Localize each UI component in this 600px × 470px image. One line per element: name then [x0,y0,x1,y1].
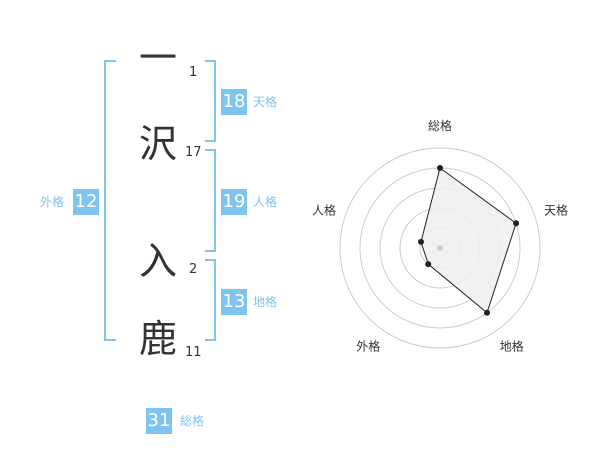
radar-axis-label-4: 人格 [312,202,336,217]
radar-point-3 [425,261,432,268]
radar-axis-label-2: 地格 [500,339,524,354]
stroke-count-4: 11 [185,345,202,360]
jinkaku-bracket [205,149,216,252]
radar-point-2 [484,309,491,316]
radar-area [420,167,517,314]
gaikaku-label: 外格 [40,195,65,209]
soukaku-label: 総格 [180,414,205,428]
stroke-count-3: 2 [189,262,198,277]
name-char-2: 沢 [138,122,177,166]
chikaku-label: 地格 [253,295,278,309]
radar-center-dot [437,245,443,251]
tenkaku-label: 天格 [253,95,278,109]
jinkaku-label: 人格 [253,195,278,209]
soukaku-value: 31 [146,408,172,434]
radar-ring-5 [339,147,541,349]
jinkaku-value: 19 [221,189,247,215]
radar-axis-label-0: 総格 [428,118,452,133]
radar-axis-label-3: 外格 [356,339,380,354]
stroke-count-2: 17 [185,145,202,160]
chikaku-value: 13 [221,289,247,315]
stroke-count-1: 1 [189,65,198,80]
name-char-3: 入 [138,239,177,283]
radar-point-0 [437,165,443,171]
gaikaku-value: 12 [73,189,99,215]
name-char-1: 一 [138,36,177,80]
radar-axis-label-1: 天格 [544,202,568,217]
gaikaku-bracket [104,60,116,341]
name-char-4: 鹿 [138,317,177,361]
chikaku-bracket [205,259,216,341]
tenkaku-bracket [205,60,216,142]
radar-point-1 [513,220,520,227]
radar-point-4 [417,238,424,245]
tenkaku-value: 18 [221,89,247,115]
radar-points [417,165,520,316]
